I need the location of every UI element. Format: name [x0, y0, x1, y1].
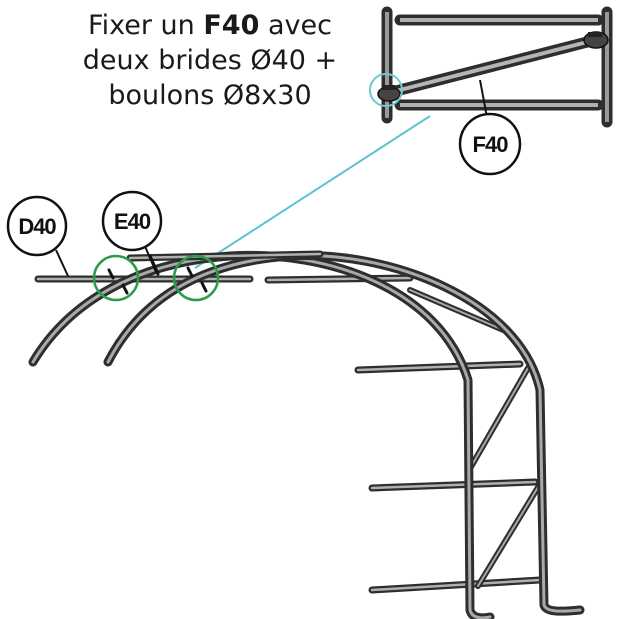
instruction-part-name: F40 — [203, 10, 260, 41]
f40-label: F40 — [458, 112, 522, 176]
detail-clamp-right — [583, 31, 609, 49]
purlins — [34, 274, 544, 594]
arch-front — [28, 250, 495, 619]
instruction-line-1-start: Fixer un — [88, 10, 204, 41]
detail-brace-f40 — [386, 34, 601, 98]
clamp-circle-left — [92, 254, 140, 302]
d40-leader-line — [55, 249, 69, 277]
clamp-circle-right — [172, 254, 220, 302]
detail-inset: F40 — [369, 6, 613, 176]
instruction-line-1-end: avec — [259, 10, 332, 41]
instruction-line-2: deux brides Ø40 + — [82, 45, 338, 76]
arch-rear — [103, 251, 585, 616]
instruction-line-1: Fixer un F40 avec — [40, 8, 380, 43]
d40-label-text: D40 — [18, 214, 56, 239]
detail-highlight-circle — [369, 73, 403, 107]
e40-leader-line — [143, 243, 157, 273]
instruction-text: Fixer un F40 avec deux brides Ø40 + boul… — [40, 8, 380, 113]
f40-label-text: F40 — [473, 132, 509, 157]
detail-clamp-left — [377, 85, 401, 102]
side-braces — [407, 287, 543, 589]
e40-label-text: E40 — [114, 209, 151, 234]
main-frame — [28, 250, 585, 619]
d40-label: D40 — [6, 195, 69, 277]
instruction-line-3: boulons Ø8x30 — [108, 80, 312, 111]
e40-label: E40 — [101, 190, 163, 273]
callout-line — [194, 115, 431, 269]
ridge-tube — [126, 250, 324, 262]
